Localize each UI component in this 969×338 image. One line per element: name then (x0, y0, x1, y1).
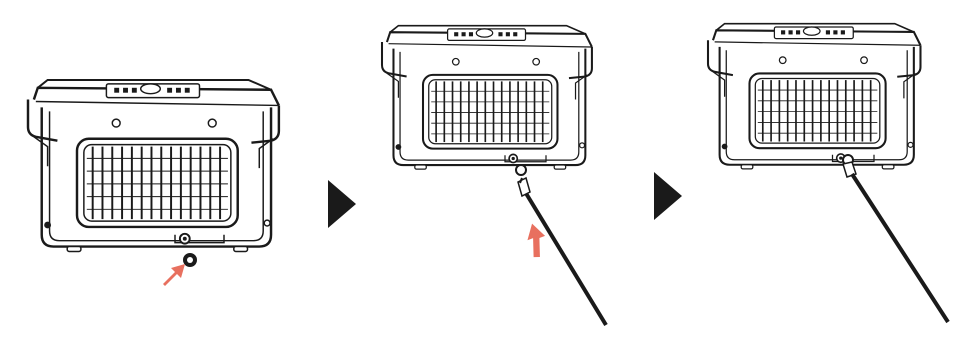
next-step-triangle-icon (654, 172, 682, 220)
step-2-device (382, 26, 592, 170)
step-3-device (708, 24, 920, 169)
step-3-cable (843, 155, 948, 322)
step-2-port (516, 165, 526, 175)
next-step-triangle-icon (328, 180, 356, 228)
step-1-insert-arrow-icon (163, 264, 185, 286)
step-1-device (28, 80, 279, 252)
step-2-cable (518, 178, 606, 325)
